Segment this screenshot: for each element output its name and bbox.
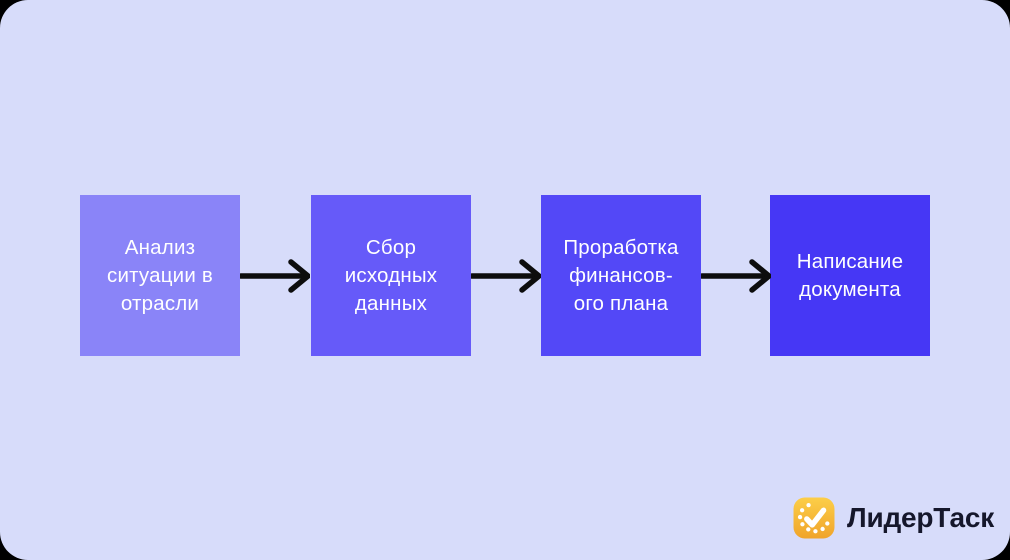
flow-step-label: Проработка финансов- ого плана (563, 235, 679, 315)
flow-step-data-collection: Сбор исходных данных (311, 195, 471, 356)
leadertask-logo-text: ЛидерТаск (847, 502, 995, 533)
flow-step-label: Анализ ситуации в отрасли (107, 235, 213, 315)
flow-step-industry-analysis: Анализ ситуации в отрасли (80, 195, 240, 356)
arrow-right-icon (240, 259, 310, 293)
flow-arrow-1 (240, 254, 310, 298)
arrow-right-icon (471, 259, 541, 293)
arrow-right-icon (701, 259, 771, 293)
flow-step-document-writing: Написание документа (770, 195, 930, 356)
flow-arrow-3 (701, 254, 771, 298)
leadertask-clock-check-icon (793, 497, 835, 539)
flow-step-label: Сбор исходных данных (344, 235, 438, 315)
flow-arrow-2 (471, 254, 541, 298)
leadertask-logo: ЛидерТаск (793, 497, 994, 539)
flow-step-financial-plan: Проработка финансов- ого плана (541, 195, 701, 356)
flow-step-label: Написание документа (796, 249, 904, 301)
